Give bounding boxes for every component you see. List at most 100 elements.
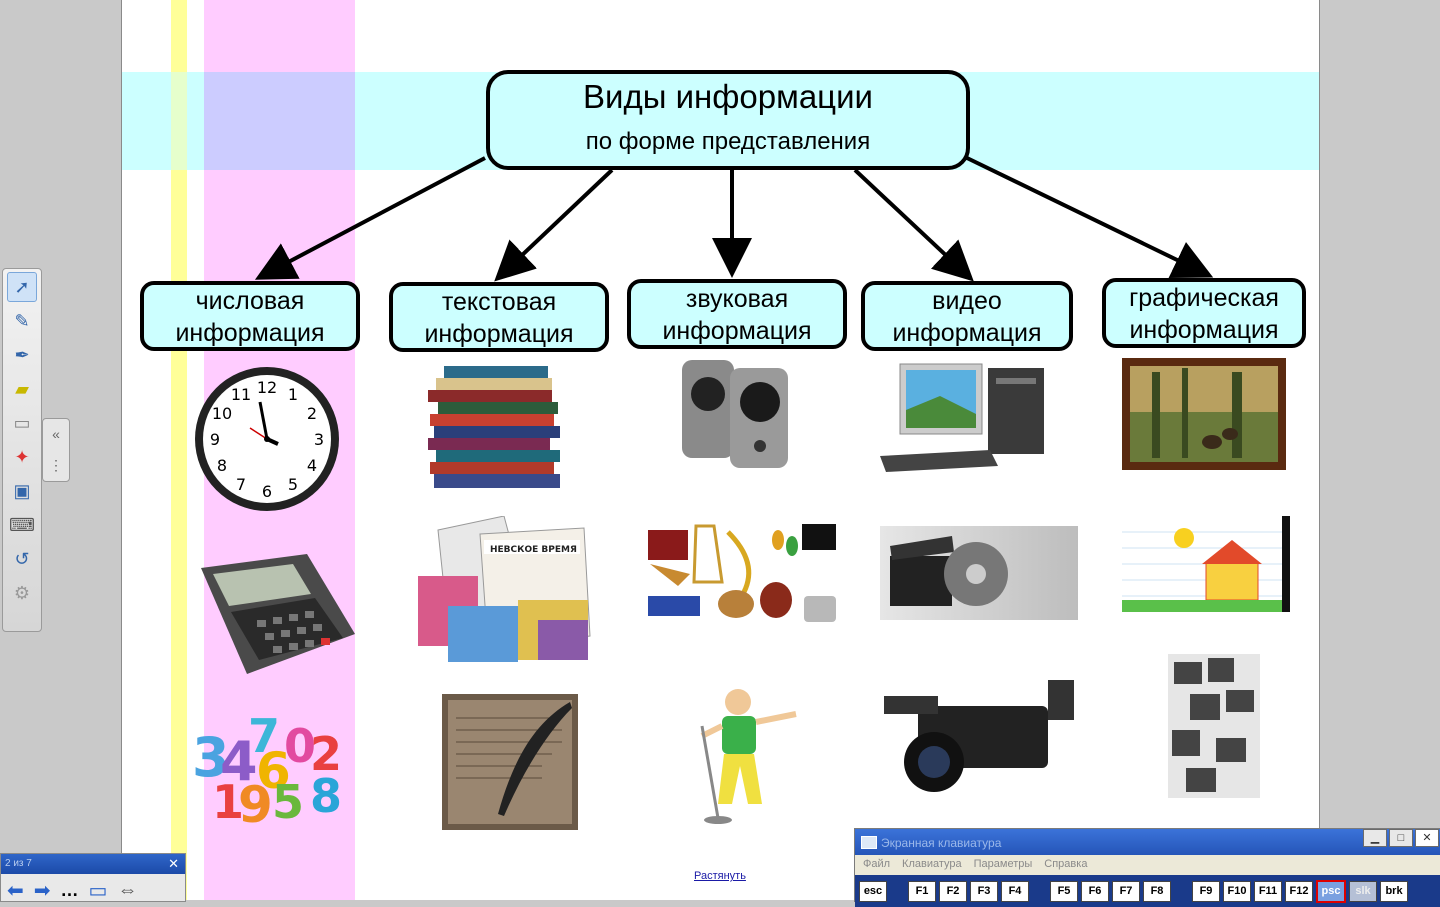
computer-image xyxy=(880,363,1044,472)
clock-number: 9 xyxy=(210,430,220,449)
arrow-to-video xyxy=(853,168,974,282)
keyboard-icon[interactable]: ⌨ xyxy=(9,514,35,535)
key-scroll-lock[interactable]: slk xyxy=(1349,880,1377,902)
svg-text:3: 3 xyxy=(192,726,230,789)
key-f4[interactable]: F4 xyxy=(1001,880,1029,902)
category-sound-line2: информация xyxy=(662,317,812,345)
key-f11[interactable]: F11 xyxy=(1254,880,1282,902)
film-clapper-image xyxy=(880,526,1078,620)
more-options-icon[interactable]: … xyxy=(60,880,79,900)
screen-display-icon[interactable]: ▭ xyxy=(88,880,108,902)
category-sound-line1: звуковая xyxy=(685,285,789,313)
tools-toolbar: ➚ ✎ ✒ ▰ ▭ ✦ ▣ ⌨ ↺ ⚙ xyxy=(2,268,42,632)
band-overlap-yellow xyxy=(171,72,187,170)
undo-icon[interactable]: ↺ xyxy=(14,548,30,569)
key-print-screen[interactable]: psc xyxy=(1316,879,1346,903)
newspaper-headline: НЕВСКОЕ ВРЕМЯ xyxy=(490,545,577,555)
creative-pen-icon[interactable]: ✒ xyxy=(14,344,30,365)
collapse-chevron-icon: « xyxy=(52,426,60,443)
painting-image xyxy=(1122,358,1286,470)
key-f3[interactable]: F3 xyxy=(970,880,998,902)
clock-number: 12 xyxy=(257,378,277,397)
page-navigation-panel: 2 из 7 ✕ ⬅ ➡ … ▭ ⇔ xyxy=(0,853,186,902)
key-break[interactable]: brk xyxy=(1380,880,1408,902)
close-icon[interactable]: ✕ xyxy=(1415,829,1439,847)
key-f2[interactable]: F2 xyxy=(939,880,967,902)
svg-text:8: 8 xyxy=(310,769,342,823)
category-text: текстовая информация xyxy=(389,282,609,352)
minimize-icon[interactable]: ▁ xyxy=(1363,829,1387,847)
newspapers-image: НЕВСКОЕ ВРЕМЯ xyxy=(418,516,591,662)
photos-pile-image xyxy=(1168,654,1260,798)
previous-page-arrow-icon[interactable]: ⬅ xyxy=(7,880,24,902)
magic-pen-icon[interactable]: ✦ xyxy=(14,446,30,467)
toolbar-collapse-handle[interactable]: « ⋮ xyxy=(42,418,70,482)
eraser-icon[interactable]: ▭ xyxy=(13,412,31,433)
select-arrow-icon[interactable]: ➚ xyxy=(7,272,37,302)
clock-number: 7 xyxy=(236,475,246,494)
key-f10[interactable]: F10 xyxy=(1223,880,1251,902)
maximize-icon[interactable]: □ xyxy=(1389,829,1413,847)
key-f6[interactable]: F6 xyxy=(1081,880,1109,902)
category-graphic: графическая информация xyxy=(1102,278,1306,348)
arrow-to-graphic xyxy=(966,156,1214,279)
move-panel-icon[interactable]: ⇔ xyxy=(117,879,138,901)
shapes-icon[interactable]: ▣ xyxy=(13,480,31,501)
key-f5[interactable]: F5 xyxy=(1050,880,1078,902)
nav-close-button[interactable]: ✕ xyxy=(168,856,179,871)
menu-file[interactable]: Файл xyxy=(863,858,891,870)
clock-number: 11 xyxy=(231,385,251,404)
category-text-line2: информация xyxy=(424,320,574,348)
yellow-stripe xyxy=(171,0,187,900)
nav-panel-titlebar: 2 из 7 ✕ xyxy=(1,854,185,874)
arrow-to-numeric xyxy=(254,156,486,280)
category-text-line1: текстовая xyxy=(441,288,557,316)
diagram-arrows xyxy=(254,156,1214,282)
singer-image xyxy=(700,689,797,824)
clock-number: 1 xyxy=(288,385,298,404)
key-f12[interactable]: F12 xyxy=(1285,880,1313,902)
category-numeric-line2: информация xyxy=(175,319,325,347)
video-camera-image xyxy=(884,680,1074,792)
svg-text:2: 2 xyxy=(310,727,342,781)
clock-number: 10 xyxy=(212,404,232,423)
keyboard-app-icon xyxy=(861,836,877,849)
calculator-image xyxy=(201,554,355,674)
colorful-digits-image: 3 4 7 6 0 2 1 9 5 8 xyxy=(192,709,342,826)
category-graphic-line2: информация xyxy=(1129,316,1279,344)
slide-subtitle: по форме представления xyxy=(585,128,871,155)
key-f8[interactable]: F8 xyxy=(1143,880,1171,902)
category-video-line1: видео xyxy=(932,287,1002,315)
menu-help[interactable]: Справка xyxy=(1044,858,1088,870)
highlighter-icon[interactable]: ▰ xyxy=(15,378,29,399)
key-f1[interactable]: F1 xyxy=(908,880,936,902)
clock-number: 4 xyxy=(307,456,317,475)
menu-keyboard[interactable]: Клавиатура xyxy=(902,858,962,870)
osk-title-text: Экранная клавиатура xyxy=(881,836,1002,850)
clock-number: 5 xyxy=(288,475,298,494)
pen-icon[interactable]: ✎ xyxy=(14,310,30,331)
band-overlap-pink xyxy=(204,72,355,170)
category-numeric: числовая информация xyxy=(140,281,360,351)
speakers-image xyxy=(682,360,788,468)
stretch-link[interactable]: Растянуть xyxy=(694,870,746,882)
category-sound: звуковая информация xyxy=(627,279,847,349)
osk-titlebar: Экранная клавиатура ▁ □ ✕ xyxy=(855,829,1440,855)
quill-paper-image xyxy=(442,694,578,830)
next-page-arrow-icon[interactable]: ➡ xyxy=(33,880,51,902)
key-esc[interactable]: esc xyxy=(859,880,887,902)
clock-number: 6 xyxy=(262,482,272,501)
category-graphic-line1: графическая xyxy=(1129,284,1279,312)
category-video: видео информация xyxy=(861,281,1073,351)
title-box: Виды информации по форме представления xyxy=(486,70,970,170)
key-f9[interactable]: F9 xyxy=(1192,880,1220,902)
arrow-to-text xyxy=(494,168,614,282)
category-numeric-line1: числовая xyxy=(195,287,305,315)
slide-canvas: Виды информации по форме представления ч… xyxy=(121,0,1320,900)
settings-gear-icon[interactable]: ⚙ xyxy=(13,582,31,603)
page-counter: 2 из 7 xyxy=(5,858,32,869)
svg-text:0: 0 xyxy=(284,719,316,773)
menu-settings[interactable]: Параметры xyxy=(973,858,1033,870)
category-video-line2: информация xyxy=(892,319,1042,347)
key-f7[interactable]: F7 xyxy=(1112,880,1140,902)
